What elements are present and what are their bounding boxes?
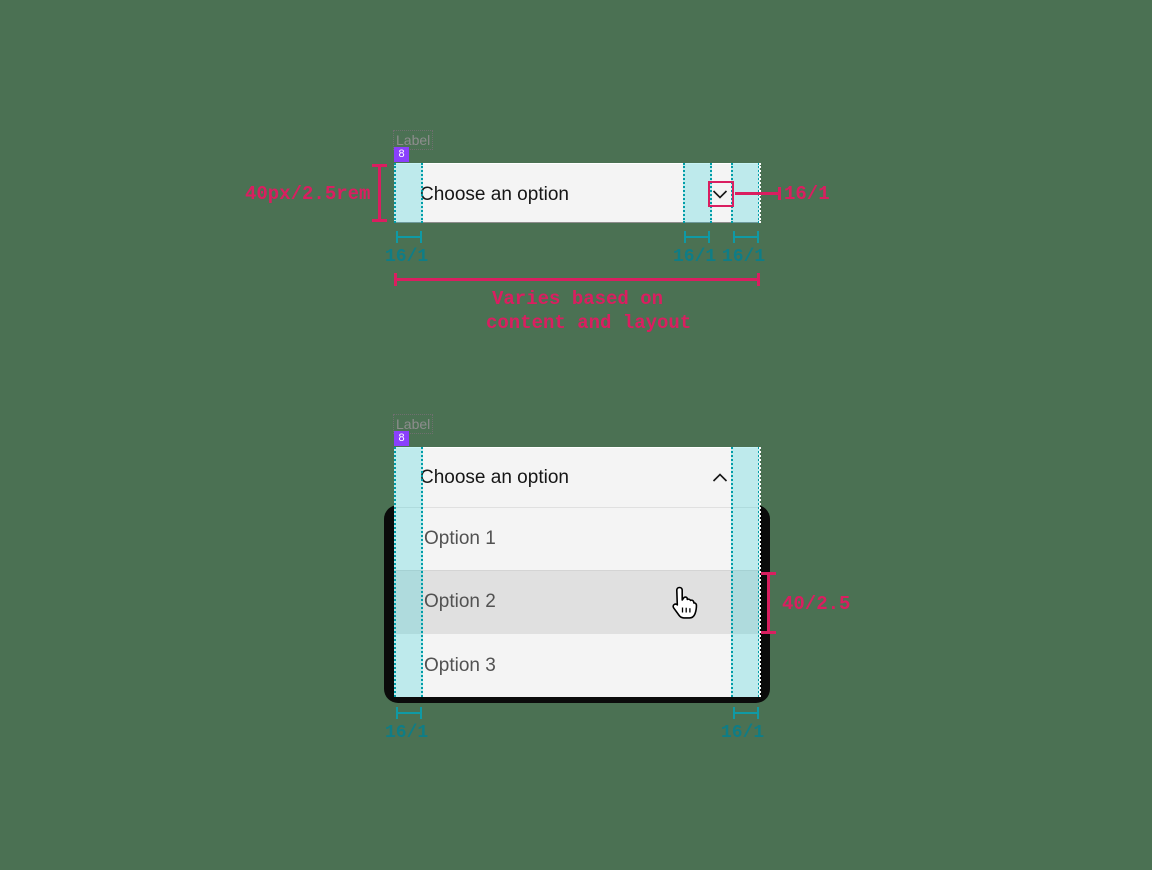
list-item[interactable]: Option 2 xyxy=(394,570,760,633)
field-height-rule xyxy=(372,164,387,222)
field-height-annotation: 40px/2.5rem xyxy=(245,183,371,205)
option-height-rule xyxy=(761,572,776,634)
open-right-padding-band xyxy=(731,447,760,697)
option-height-annotation: 40/2.5 xyxy=(782,593,851,615)
left-padding-rule xyxy=(396,231,422,243)
select-placeholder: Choose an option xyxy=(420,184,569,205)
right-padding-rule xyxy=(733,231,759,243)
list-item[interactable]: Option 1 xyxy=(394,507,760,570)
option-label: Option 3 xyxy=(424,654,496,676)
select-field-open[interactable]: Choose an option xyxy=(394,447,760,507)
icon-size-callout-box xyxy=(708,181,734,207)
open-field-top-hairline xyxy=(394,447,760,448)
open-spacing-badge-8: 8 xyxy=(394,431,409,446)
icon-gap-rule xyxy=(684,231,710,243)
open-left-padding-band xyxy=(394,447,423,697)
spacing-badge-8: 8 xyxy=(394,147,409,162)
field-width-rule xyxy=(394,273,760,286)
left-padding-band xyxy=(394,163,423,223)
icon-size-leader-line xyxy=(735,187,781,200)
icon-gap-annotation: 16/1 xyxy=(673,247,717,267)
field-label: Label xyxy=(393,130,434,150)
chevron-up-icon[interactable] xyxy=(709,467,731,489)
chevron-down-icon[interactable] xyxy=(709,183,731,205)
open-component-right-edge xyxy=(759,447,761,697)
open-left-padding-annotation: 16/1 xyxy=(385,723,429,743)
open-field-label: Label xyxy=(393,414,434,434)
option-label: Option 1 xyxy=(424,528,496,549)
icon-gap-band xyxy=(683,163,712,223)
select-field-closed[interactable]: Choose an option xyxy=(394,163,760,223)
right-padding-annotation: 16/1 xyxy=(722,247,766,267)
field-width-annotation-line2: content and layout xyxy=(486,312,692,334)
list-item[interactable]: Option 3 xyxy=(394,633,760,697)
open-right-padding-annotation: 16/1 xyxy=(721,723,765,743)
option-list[interactable]: Option 1 Option 2 Option 3 xyxy=(394,507,760,697)
open-left-padding-rule xyxy=(396,707,422,719)
open-select-placeholder: Choose an option xyxy=(420,467,569,488)
open-right-padding-rule xyxy=(733,707,759,719)
left-padding-annotation: 16/1 xyxy=(385,247,429,267)
field-top-hairline xyxy=(394,163,760,164)
option-label: Option 2 xyxy=(424,591,496,612)
icon-size-annotation: 16/1 xyxy=(784,183,830,205)
field-width-annotation-line1: Varies based on xyxy=(492,288,664,310)
